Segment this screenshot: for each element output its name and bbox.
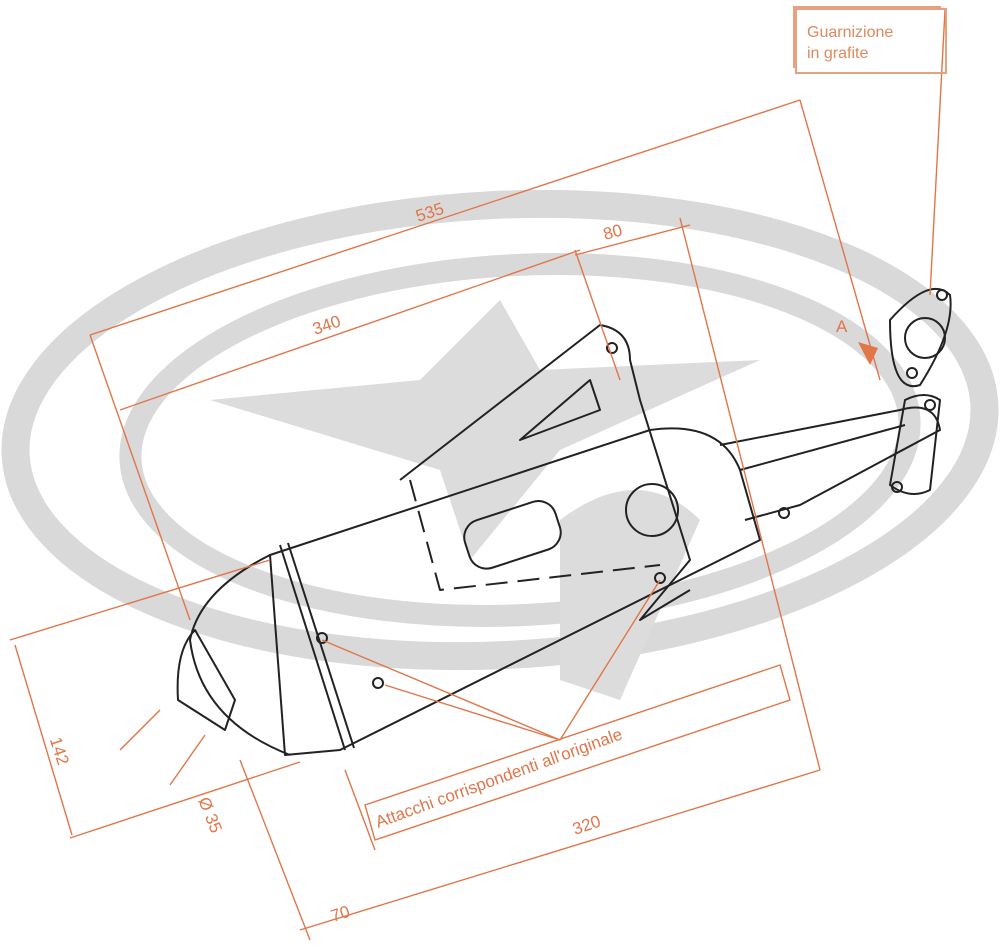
dim-diameter-35: Ø 35: [194, 794, 225, 835]
flange-gasket: [889, 287, 952, 388]
dim-80: 80: [601, 221, 624, 244]
view-arrow-icon: [858, 342, 878, 365]
header-pipe: [719, 394, 941, 521]
gasket-note-line2: in grafite: [807, 45, 869, 62]
exhaust-silencer: [176, 324, 790, 756]
view-label-a: A: [836, 317, 848, 336]
dim-320: 320: [570, 812, 603, 839]
st-logo-watermark: [1, 189, 999, 700]
dimension-lines: [9, 9, 946, 941]
gasket-note-box: Guarnizione in grafite: [795, 8, 947, 74]
dim-70: 70: [328, 902, 352, 926]
dimension-labels: 535 340 80 142 Ø 35 320 70 Attacchi corr…: [46, 199, 848, 926]
gasket-note-line1: Guarnizione: [807, 24, 894, 41]
